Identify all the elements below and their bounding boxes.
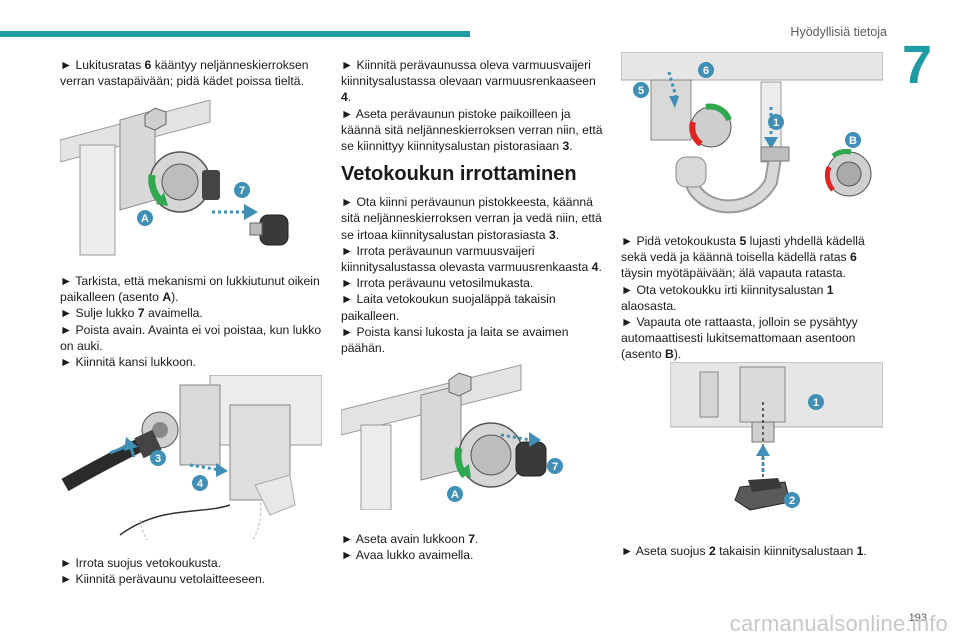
callout-3: 3: [155, 453, 161, 465]
section-heading: Vetokoukun irrottaminen: [341, 163, 577, 186]
callout-A: A: [141, 213, 149, 225]
figure-remove-towbar: 5 6 1 B: [621, 52, 883, 222]
callout-1: 1: [813, 397, 819, 409]
callout-7: 7: [552, 461, 558, 473]
right-paragraph-2: ► Aseta suojus 2 takaisin kiinnitysalust…: [621, 544, 867, 558]
figure-refit-cover: 1 2: [670, 362, 883, 522]
callout-B: B: [849, 135, 857, 147]
right-paragraph-1: ► Pidä vetokoukusta 5 lujasti yhdellä kä…: [621, 234, 865, 362]
figure-trailer-plug: 3 4: [60, 375, 322, 540]
callout-1: 1: [773, 117, 779, 129]
callout-6: 6: [703, 65, 709, 77]
callout-7: 7: [239, 185, 245, 197]
callout-4: 4: [197, 478, 204, 490]
left-paragraph-2: ► Tarkista, että mekanismi on lukkiutunu…: [60, 274, 322, 370]
left-paragraph-1: ► Lukitusratas 6 kääntyy neljänneskierro…: [60, 58, 309, 89]
callout-2: 2: [789, 495, 795, 507]
figure-lock-mechanism: 7 A: [60, 100, 322, 260]
watermark: carmanualsonline.info: [729, 611, 948, 636]
left-paragraph-3: ► Irrota suojus vetokoukusta. ► Kiinnitä…: [60, 556, 266, 587]
page-number: 193: [908, 612, 927, 624]
middle-paragraph-1: ► Kiinnitä perävaunussa oleva varmuusvai…: [341, 58, 603, 356]
middle-paragraph-3: ► Aseta avain lukkoon 7. ► Avaa lukko av…: [341, 532, 479, 563]
callout-5: 5: [638, 85, 644, 97]
figure-unlock-mechanism: 7 A: [341, 360, 603, 510]
page-header-title: Hyödyllisiä tietoja: [790, 25, 887, 39]
callout-A: A: [451, 489, 459, 501]
chapter-number: 7: [902, 35, 933, 95]
header-accent-bar: [0, 31, 470, 37]
